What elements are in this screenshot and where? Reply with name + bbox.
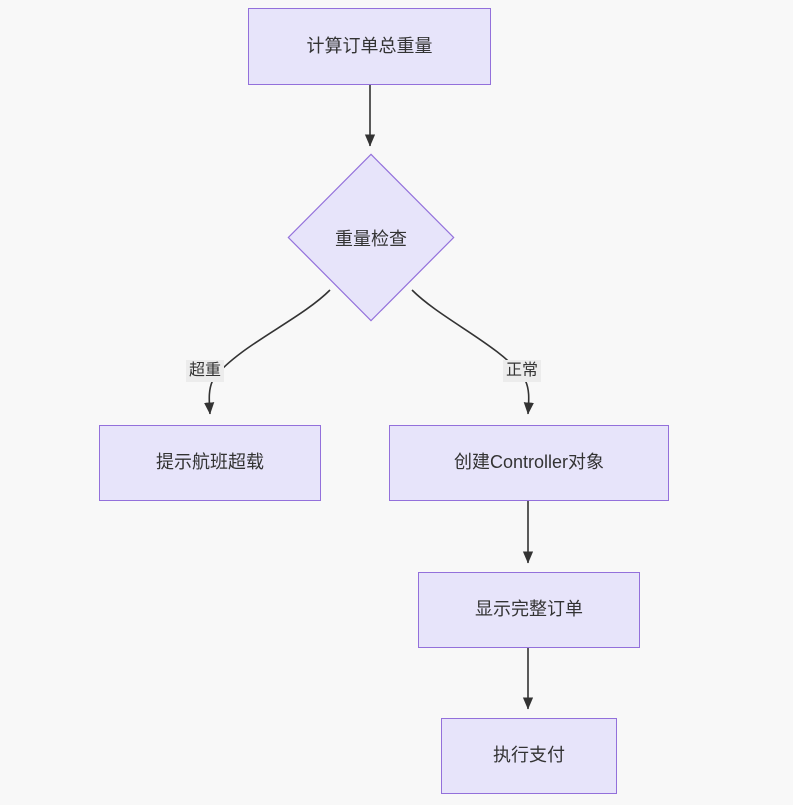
node-label: 执行支付 [493,745,565,766]
edge-label-normal: 正常 [503,360,542,382]
edge-label-text: 正常 [506,362,539,379]
node-show-order[interactable]: 显示完整订单 [418,572,640,648]
node-label: 提示航班超载 [156,452,264,473]
node-label: 显示完整订单 [475,599,583,620]
node-weight-check[interactable]: 重量检查 [287,153,455,322]
node-label: 计算订单总重量 [306,35,433,56]
node-create-controller[interactable]: 创建Controller对象 [389,425,669,501]
diamond-shape [287,153,455,322]
node-execute-payment[interactable]: 执行支付 [441,718,617,794]
node-label: 创建Controller对象 [453,452,605,473]
edge-label-text: 超重 [189,362,222,379]
node-label: 重量检查 [335,228,407,249]
node-flight-overload[interactable]: 提示航班超载 [99,425,321,501]
node-calc-weight[interactable]: 计算订单总重量 [248,8,491,85]
edge-label-overweight: 超重 [186,360,225,382]
